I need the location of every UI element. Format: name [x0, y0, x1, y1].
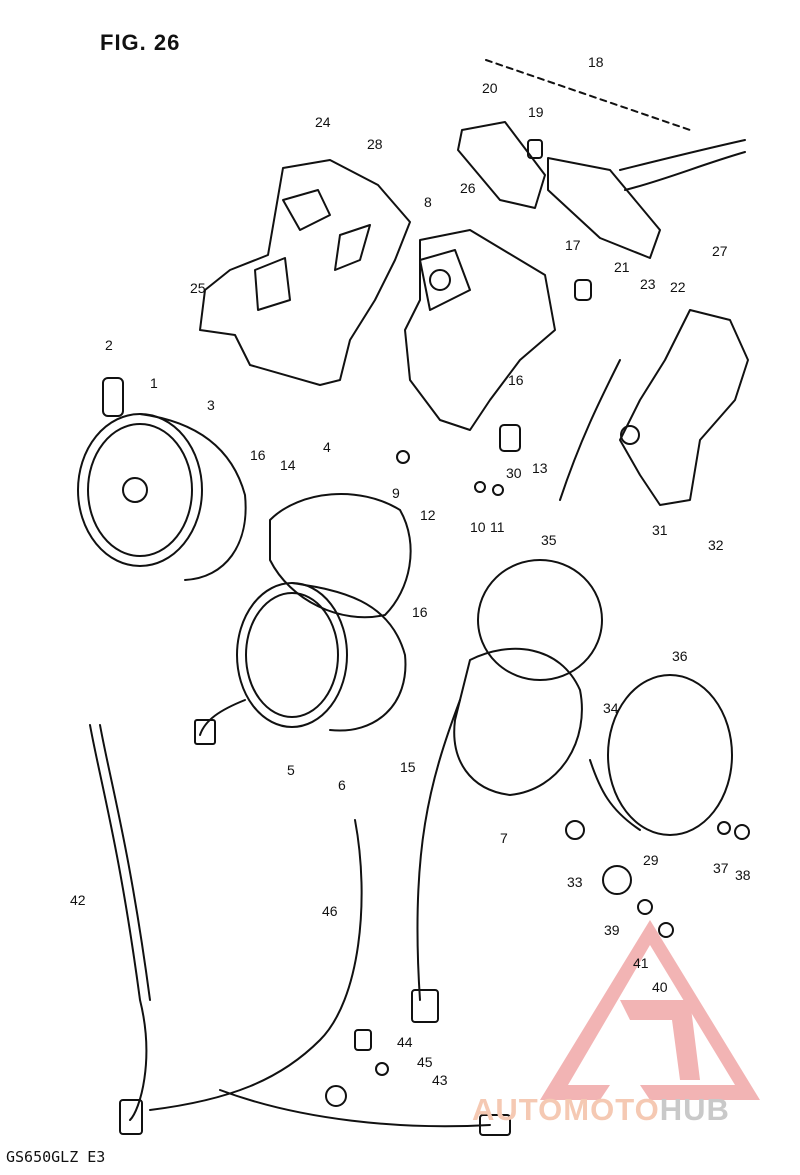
callout-10: 10 — [470, 519, 486, 535]
callout-46: 46 — [322, 903, 338, 919]
callout-23: 23 — [640, 276, 656, 292]
callout-39: 39 — [604, 922, 620, 938]
callout-30: 30 — [506, 465, 522, 481]
small-hardware — [102, 279, 750, 1076]
callout-6: 6 — [338, 777, 346, 793]
callout-5: 5 — [287, 762, 295, 778]
right-mount-bracket — [559, 309, 749, 506]
callout-19: 19 — [528, 104, 544, 120]
callout-27: 27 — [712, 243, 728, 259]
callout-11: 11 — [490, 519, 505, 535]
meter-cables — [89, 699, 511, 1136]
callout-16b: 16 — [412, 604, 428, 620]
callout-34: 34 — [603, 700, 619, 716]
callout-22: 22 — [670, 279, 686, 295]
callout-29: 29 — [643, 852, 659, 868]
watermark-brand: AUTOMOTOHUB — [472, 1092, 730, 1128]
callout-12: 12 — [420, 507, 436, 523]
meter-upper-cover — [199, 159, 411, 386]
callout-4: 4 — [323, 439, 331, 455]
callout-31: 31 — [652, 522, 668, 538]
meter-bracket — [404, 229, 556, 431]
callout-33: 33 — [567, 874, 583, 890]
brand-part-1: AUTOMOTO — [472, 1092, 660, 1127]
callout-14: 14 — [280, 457, 296, 473]
callout-1: 1 — [150, 375, 158, 391]
callout-35: 35 — [541, 532, 557, 548]
callout-16c: 16 — [508, 372, 524, 388]
callout-21: 21 — [614, 259, 630, 275]
callout-labels: 1 2 3 4 5 6 7 8 9 10 11 12 13 14 15 16 1… — [70, 54, 751, 1088]
callout-16a: 16 — [250, 447, 266, 463]
callout-38: 38 — [735, 867, 751, 883]
group-bracket-18 — [485, 59, 691, 131]
speedometer — [77, 413, 247, 581]
callout-13: 13 — [532, 460, 548, 476]
model-code: GS650GLZ E3 — [6, 1148, 106, 1166]
callout-41: 41 — [633, 955, 649, 971]
meter-housings-right — [453, 559, 733, 836]
brand-part-2: HUB — [659, 1092, 730, 1127]
callout-25: 25 — [190, 280, 206, 296]
callout-20: 20 — [482, 80, 498, 96]
callout-8: 8 — [424, 194, 432, 210]
watermark-logo — [540, 920, 760, 1100]
callout-9: 9 — [392, 485, 400, 501]
callout-32: 32 — [708, 537, 724, 553]
callout-18: 18 — [588, 54, 604, 70]
callout-36: 36 — [672, 648, 688, 664]
callout-2: 2 — [105, 337, 113, 353]
callout-37: 37 — [713, 860, 729, 876]
callout-43: 43 — [432, 1072, 448, 1088]
callout-7: 7 — [500, 830, 508, 846]
callout-15: 15 — [400, 759, 416, 775]
callout-28: 28 — [367, 136, 383, 152]
callout-26: 26 — [460, 180, 476, 196]
callout-17: 17 — [565, 237, 581, 253]
callout-3: 3 — [207, 397, 215, 413]
figure-title: FIG. 26 — [100, 30, 181, 55]
callout-40: 40 — [652, 979, 668, 995]
tachometer — [194, 582, 407, 745]
indicator-housing — [457, 121, 746, 259]
callout-42: 42 — [70, 892, 86, 908]
callout-24: 24 — [315, 114, 331, 130]
callout-44: 44 — [397, 1034, 413, 1050]
callout-45: 45 — [417, 1054, 433, 1070]
meter-case — [269, 493, 412, 619]
